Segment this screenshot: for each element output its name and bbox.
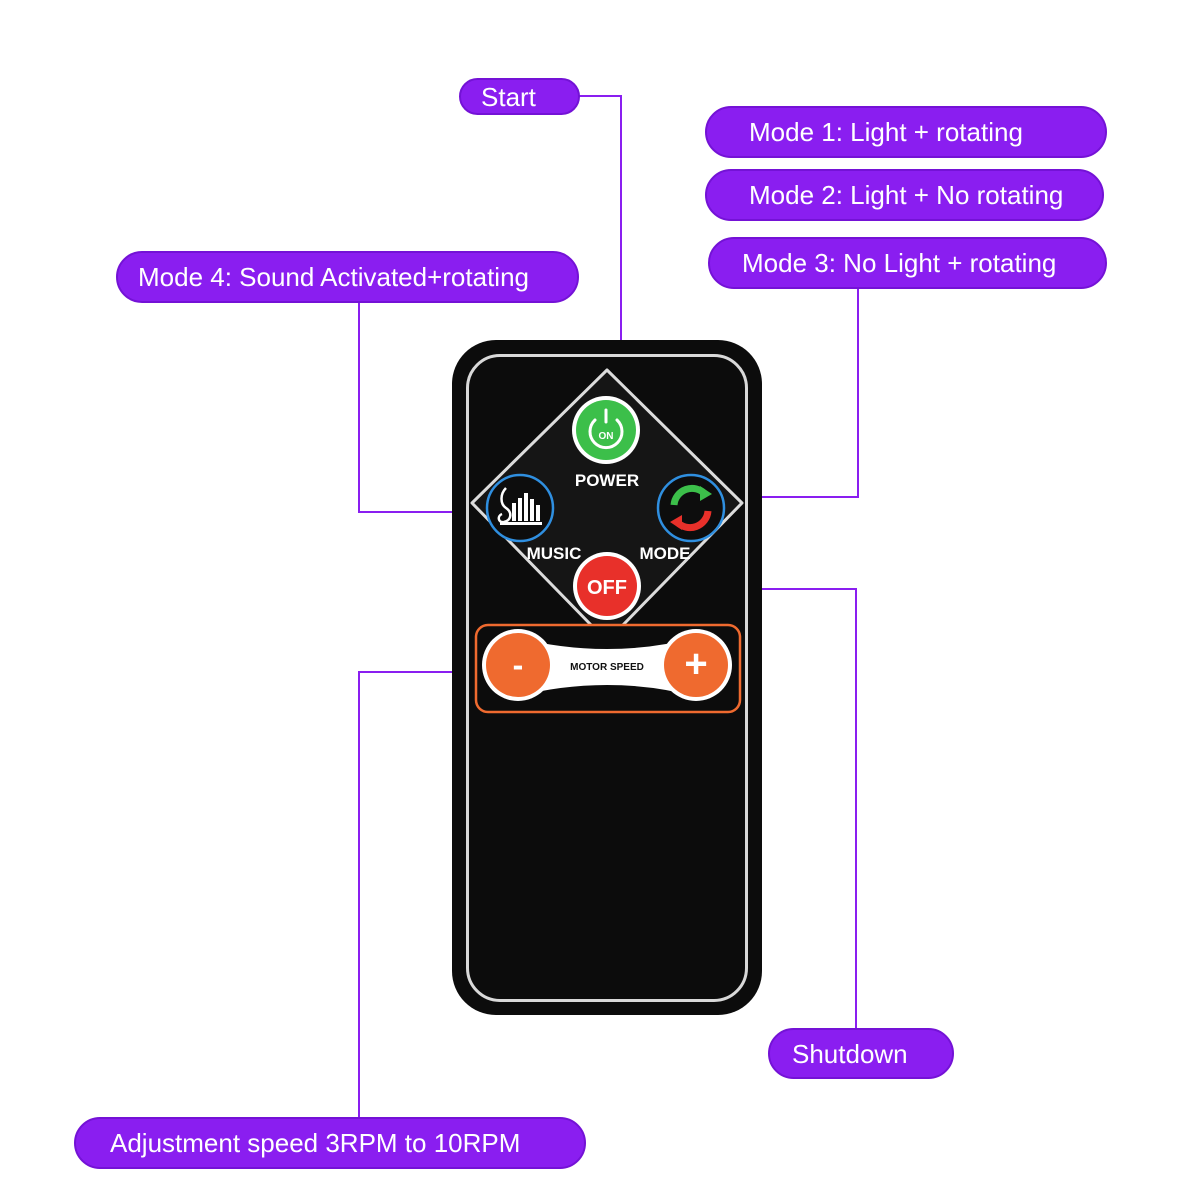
mode3-connector [722, 288, 859, 498]
minus-text: - [513, 647, 524, 683]
power-button[interactable]: ON [572, 396, 640, 464]
mode4-connector [358, 300, 490, 513]
mode-label: MODE [640, 544, 691, 563]
mode3-label-text: Mode 3: No Light + rotating [742, 248, 1057, 278]
mode2-label: Mode 2: Light + No rotating [705, 169, 1104, 221]
start-connector [578, 95, 622, 410]
shutdown-label: Shutdown [768, 1028, 954, 1079]
off-button[interactable]: OFF [573, 552, 641, 620]
power-icon [588, 408, 624, 450]
start-label: Start [459, 78, 580, 115]
mode4-label-text: Mode 4: Sound Activated+rotating [138, 262, 529, 292]
rotate-icon [670, 484, 712, 532]
power-label: POWER [575, 471, 639, 490]
off-text: OFF [587, 577, 627, 599]
music-note-icon [497, 487, 542, 525]
mode-button[interactable] [656, 473, 726, 543]
shutdown-label-text: Shutdown [792, 1038, 908, 1069]
speed-connector [358, 671, 480, 1118]
mode3-label: Mode 3: No Light + rotating [708, 237, 1107, 289]
motor-speed-track [515, 637, 697, 697]
speed-minus-button[interactable]: - [482, 629, 554, 701]
speed-label-text: Adjustment speed 3RPM to 10RPM [110, 1128, 521, 1158]
music-label: MUSIC [527, 544, 582, 563]
plus-text: + [684, 642, 707, 686]
music-button[interactable] [485, 473, 555, 543]
on-text: ON [599, 431, 614, 442]
speed-plus-button[interactable]: + [660, 629, 732, 701]
remote-inner-frame [466, 354, 748, 1002]
mode1-label: Mode 1: Light + rotating [705, 106, 1107, 158]
mode4-label: Mode 4: Sound Activated+rotating [116, 251, 579, 303]
speed-label: Adjustment speed 3RPM to 10RPM [74, 1117, 586, 1169]
start-label-text: Start [481, 81, 536, 112]
mode1-label-text: Mode 1: Light + rotating [749, 117, 1023, 147]
mode2-label-text: Mode 2: Light + No rotating [749, 180, 1064, 210]
motor-speed-label: MOTOR SPEED [570, 662, 644, 673]
